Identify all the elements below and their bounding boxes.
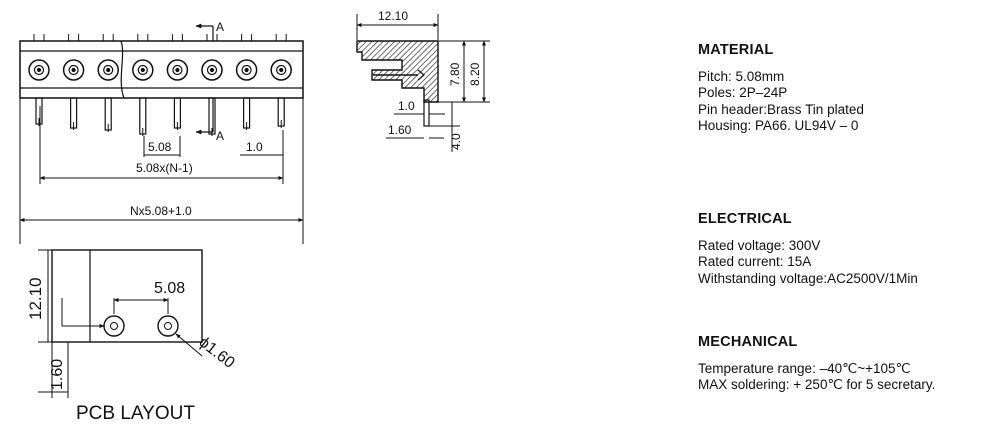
- pcb-dim-depth-label: 12.10: [26, 277, 45, 320]
- mechanical-line: MAX soldering: + 250℃ for 5 secretary.: [698, 377, 936, 392]
- pole-hole: [97, 59, 119, 81]
- pcb-layout: [38, 249, 203, 398]
- connector-body: [19, 40, 304, 99]
- side-dim-pin-dia-label: 1.60: [388, 123, 412, 137]
- housing-section: [356, 40, 439, 103]
- pole-hole: [132, 59, 154, 81]
- material-line: Poles: 2P–24P: [698, 85, 788, 100]
- pcb-hole: [103, 315, 125, 337]
- mechanical-line: Temperature range: –40℃~+105℃: [698, 360, 911, 376]
- material-heading: MATERIAL: [698, 42, 774, 58]
- material-line: Pitch: 5.08mm: [698, 68, 785, 84]
- pcb-hole: [157, 315, 179, 337]
- spec-mechanical: MECHANICAL Temperature range: –40℃~+105℃…: [698, 334, 998, 394]
- spec-material: MATERIAL Pitch: 5.08mm Poles: 2P–24P Pin…: [698, 42, 998, 135]
- pcb-dim-hole-dia-label: ϕ1.60: [196, 334, 238, 372]
- electrical-line: Rated voltage: 300V: [698, 237, 821, 253]
- electrical-line: Withstanding voltage:AC2500V/1Min: [698, 270, 918, 286]
- front-view: [19, 23, 304, 244]
- pole-hole: [235, 59, 258, 81]
- side-dim-depth-label: 12.10: [378, 9, 408, 23]
- pole-hole: [28, 59, 50, 81]
- pole-group: [28, 34, 292, 136]
- dim-pitch-label: 5.08: [148, 140, 172, 154]
- pcb-outline: [51, 249, 203, 343]
- dim-end-offset-label: 1.0: [246, 140, 263, 154]
- mechanical-heading: MECHANICAL: [698, 334, 798, 350]
- pcb-layout-title: PCB LAYOUT: [76, 403, 195, 424]
- section-marker-top: A: [216, 20, 224, 34]
- side-dim-pin-offset-label: 1.0: [398, 99, 415, 113]
- section-marker-bottom: A: [216, 129, 224, 143]
- side-dim-pin-length-label: 4.0: [449, 133, 463, 150]
- electrical-heading: ELECTRICAL: [698, 211, 792, 227]
- material-line: Housing: PA66. UL94V – 0: [698, 118, 859, 133]
- pole-hole: [201, 59, 223, 81]
- dim-pitch-span-label: 5.08x(N-1): [136, 161, 193, 175]
- side-dim-pin-height-label: 7.80: [448, 62, 462, 86]
- pcb-dim-edge-label: 1.60: [49, 359, 66, 390]
- side-dim-total-height-label: 8.20: [468, 62, 482, 86]
- side-view: [356, 14, 490, 152]
- side-pin: [423, 99, 430, 127]
- pole-hole: [62, 59, 85, 81]
- pcb-dim-pitch-label: 5.08: [154, 280, 185, 297]
- dim-overall-label: Nx5.08+1.0: [130, 204, 192, 218]
- electrical-line: Rated current: 15A: [698, 254, 812, 269]
- pole-hole: [270, 59, 292, 81]
- material-line: Pin header:Brass Tin plated: [698, 101, 864, 117]
- pole-hole: [166, 59, 189, 81]
- spec-electrical: ELECTRICAL Rated voltage: 300V Rated cur…: [698, 211, 998, 287]
